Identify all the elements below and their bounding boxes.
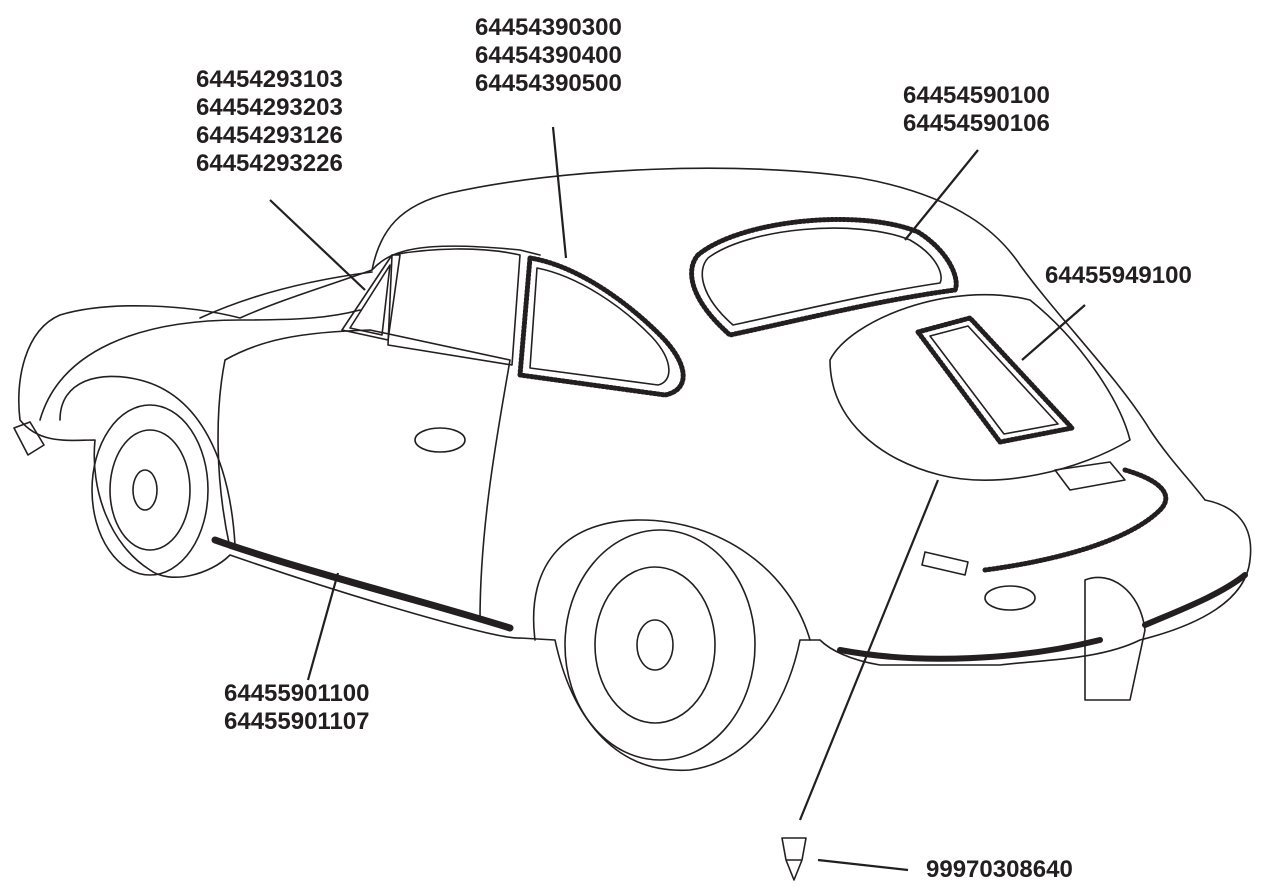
rear-reflector bbox=[921, 551, 969, 576]
door-window bbox=[387, 248, 521, 366]
part-number: 64454590106 bbox=[903, 110, 1050, 137]
rear-bumper-seal-right bbox=[1142, 572, 1248, 628]
part-number: 99970308640 bbox=[926, 856, 1073, 883]
part-number: 64454590100 bbox=[903, 82, 1050, 109]
leader-rear-window bbox=[904, 149, 979, 241]
rear-hubcap bbox=[636, 619, 674, 671]
callout-engine-grille-seal: 64455949100 bbox=[1045, 262, 1192, 290]
bumper-guard bbox=[1084, 576, 1146, 701]
rear-side-window-seal bbox=[517, 255, 686, 398]
part-number: 64454293126 bbox=[196, 122, 343, 149]
rubber-plug-icon bbox=[781, 837, 807, 881]
engine-lid bbox=[829, 293, 1131, 481]
part-number: 64454293226 bbox=[196, 150, 343, 177]
engine-grille-seal bbox=[915, 315, 1075, 445]
rear-strip bbox=[982, 467, 1169, 573]
front-tire bbox=[91, 404, 209, 576]
callout-quarter-window-seals: 64454293103 64454293203 64454293126 6445… bbox=[196, 66, 343, 178]
rear-window-seal bbox=[689, 217, 959, 338]
part-number: 64455949100 bbox=[1045, 262, 1192, 289]
part-number: 64454293103 bbox=[196, 66, 343, 93]
front-bumper bbox=[13, 421, 45, 456]
hood-line bbox=[39, 309, 361, 421]
front-hub bbox=[109, 429, 191, 551]
leader-quarter-window bbox=[269, 199, 366, 291]
door-outline bbox=[217, 329, 511, 621]
rear-side-window-inner bbox=[529, 267, 670, 386]
callout-rocker-panel-seals: 64455901100 64455901107 bbox=[224, 680, 370, 736]
rear-tire bbox=[564, 529, 756, 761]
part-number: 64454390400 bbox=[475, 42, 622, 69]
part-number: 64455901100 bbox=[224, 680, 370, 707]
quarter-window-glass bbox=[349, 264, 391, 336]
leader-plug bbox=[798, 479, 940, 821]
part-number: 64454293203 bbox=[196, 94, 343, 121]
part-number: 64455901107 bbox=[224, 708, 370, 735]
car-body-outline bbox=[17, 167, 1252, 771]
callout-rear-side-window-seals: 64454390300 64454390400 64454390500 bbox=[475, 14, 622, 98]
leader-rear-side-window bbox=[551, 126, 568, 259]
rear-wheel-arch bbox=[532, 519, 811, 641]
rear-bumper-seal bbox=[837, 637, 1103, 662]
leader-engine-grille bbox=[1021, 304, 1086, 361]
part-number: 64454390300 bbox=[475, 14, 622, 41]
leader-plug-label bbox=[817, 858, 909, 872]
door-handle bbox=[414, 427, 466, 453]
part-number: 64454390500 bbox=[475, 70, 622, 97]
engine-grille-inner bbox=[929, 325, 1059, 435]
front-wheel-arch bbox=[59, 375, 236, 546]
front-hubcap bbox=[132, 469, 158, 511]
leader-rocker bbox=[306, 572, 340, 681]
license-lamp bbox=[1054, 461, 1126, 491]
exhaust-opening bbox=[984, 585, 1036, 611]
quarter-window-frame bbox=[341, 254, 401, 341]
rocker-panel-seal bbox=[211, 536, 514, 632]
rear-hub bbox=[594, 566, 716, 724]
callout-rubber-plug: 99970308640 bbox=[926, 856, 1073, 884]
callout-rear-window-seals: 64454590100 64454590106 bbox=[903, 82, 1050, 138]
rear-window-inner bbox=[701, 227, 942, 326]
roof-line bbox=[371, 245, 541, 271]
